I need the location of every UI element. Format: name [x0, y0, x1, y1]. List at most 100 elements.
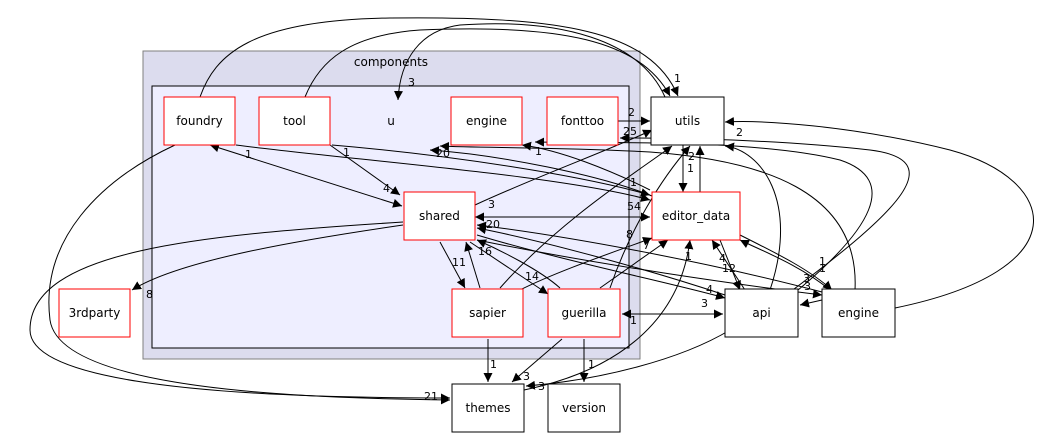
node-shared[interactable]: shared — [403, 191, 476, 241]
node-editor-data[interactable]: editor_data — [651, 191, 741, 241]
edge-shared-api — [476, 234, 726, 300]
edge-label: 1 — [674, 72, 681, 85]
node-3rdparty[interactable]: 3rdparty — [58, 288, 131, 338]
edge-label: 3 — [488, 198, 495, 211]
edge-label: 54 — [627, 200, 641, 213]
edge-label: 7 — [643, 239, 650, 252]
node-api[interactable]: api — [724, 288, 799, 338]
edge-shared-guerilla — [469, 241, 549, 295]
edge-tool-shared — [329, 144, 401, 196]
edge-api-shared — [476, 225, 726, 296]
edge-foundry-themes — [48, 144, 451, 405]
node-version[interactable]: version — [547, 383, 621, 433]
edge-label: 20 — [486, 218, 500, 231]
edge-label: 3 — [803, 272, 810, 285]
edge-shared-3rdparty — [131, 224, 404, 291]
node-themes[interactable]: themes — [451, 383, 525, 433]
edge-editor-api — [719, 239, 741, 291]
edge-guerilla-editor — [599, 239, 669, 289]
edge-themes-editor — [523, 239, 694, 391]
edge-label: 1 — [588, 358, 595, 371]
edge-engine-editor — [739, 239, 831, 291]
node-sapier[interactable]: sapier — [451, 288, 524, 338]
edge-label: 8 — [626, 228, 633, 241]
node-label: fonttoo — [561, 114, 604, 128]
node-label: editor_data — [662, 209, 730, 223]
edge-foundry-shared — [209, 143, 403, 208]
edge-label: 3 — [408, 76, 415, 89]
edge-foundry-editor — [235, 144, 651, 202]
edge-label: 2 — [628, 106, 635, 119]
edge-tool-editor — [331, 144, 651, 197]
edge-api-utils — [724, 142, 781, 291]
edge-shared-utils — [474, 129, 653, 206]
edge-label: 1 — [630, 176, 637, 189]
edge-label: 2 — [688, 150, 695, 163]
edge-label: 1 — [343, 146, 350, 159]
node-label: 3rdparty — [69, 306, 121, 320]
edge-label: 2 — [736, 126, 743, 139]
edge-label: 20 — [436, 147, 450, 160]
node-label: shared — [419, 209, 460, 223]
edge-label: 1 — [685, 250, 692, 263]
edge-shared-themes — [29, 221, 451, 403]
edge-api-themes — [525, 329, 731, 390]
edge-label: 1 — [245, 148, 252, 161]
edge-label: 1 — [630, 314, 637, 327]
edge-engine-shared — [476, 221, 823, 293]
edge-guerilla-shared — [476, 239, 561, 289]
edge-label: 3 — [701, 297, 708, 310]
edge-label: 25 — [623, 125, 637, 138]
edge-label: 16 — [478, 245, 492, 258]
node-label: engine — [466, 114, 507, 128]
node-label: utils — [675, 114, 700, 128]
edge-engine-utils — [724, 116, 1034, 309]
edge-label: 4 — [706, 283, 713, 296]
edge-shared-sapier — [439, 241, 466, 289]
edge-label: 1 — [819, 255, 826, 268]
edge-engine-api — [799, 298, 823, 308]
edge-guerilla-utils — [609, 145, 691, 289]
edge-utils-u — [393, 23, 666, 101]
node-engine-outer[interactable]: engine — [821, 288, 896, 338]
edge-api-u — [534, 137, 873, 291]
node-utils[interactable]: utils — [650, 96, 725, 146]
edge-label: 1 — [687, 162, 694, 175]
node-guerilla[interactable]: guerilla — [547, 288, 621, 338]
cluster-components-label: components — [354, 55, 428, 69]
node-label: guerilla — [562, 306, 607, 320]
node-engine-inner[interactable]: engine — [450, 96, 523, 146]
edge-label: 11 — [452, 256, 466, 269]
node-label: engine — [838, 306, 879, 320]
edge-label: 1 — [490, 358, 497, 371]
edge-sapier-shared — [464, 241, 481, 289]
edge-foundry-utils — [199, 17, 679, 98]
node-fonttoo[interactable]: fonttoo — [546, 96, 619, 146]
edge-editor-u — [429, 146, 653, 197]
edge-label: 3 — [804, 280, 811, 293]
edge-label: 4 — [383, 182, 390, 195]
edge-label: 1 — [819, 262, 826, 275]
node-label: tool — [283, 114, 306, 128]
edge-label: 21 — [424, 390, 438, 403]
edge-engine-u-1 — [439, 141, 856, 291]
edge-label: 8 — [146, 288, 153, 301]
edge-labels: 1 3 2 2 1 2 1 1 4 54 20 20 1 3 8 21 11 1… — [146, 72, 826, 403]
edge-editor-engine — [739, 234, 833, 291]
edge-label: 3 — [538, 380, 545, 393]
edge-label: 3 — [523, 370, 530, 383]
edge-label: 12 — [722, 262, 736, 275]
edge-editor-engine-in — [521, 141, 651, 191]
node-tool[interactable]: tool — [258, 96, 331, 146]
node-label: themes — [465, 401, 510, 415]
node-label: version — [562, 401, 606, 415]
edge-sapier-utils — [499, 145, 673, 289]
node-label: sapier — [469, 306, 506, 320]
node-label: api — [752, 306, 770, 320]
cluster-u-label: u — [387, 114, 395, 128]
node-foundry[interactable]: foundry — [163, 96, 236, 146]
edge-label: 4 — [719, 252, 726, 265]
edge-guerilla-themes — [511, 338, 563, 383]
edge-label: 1 — [535, 145, 542, 158]
